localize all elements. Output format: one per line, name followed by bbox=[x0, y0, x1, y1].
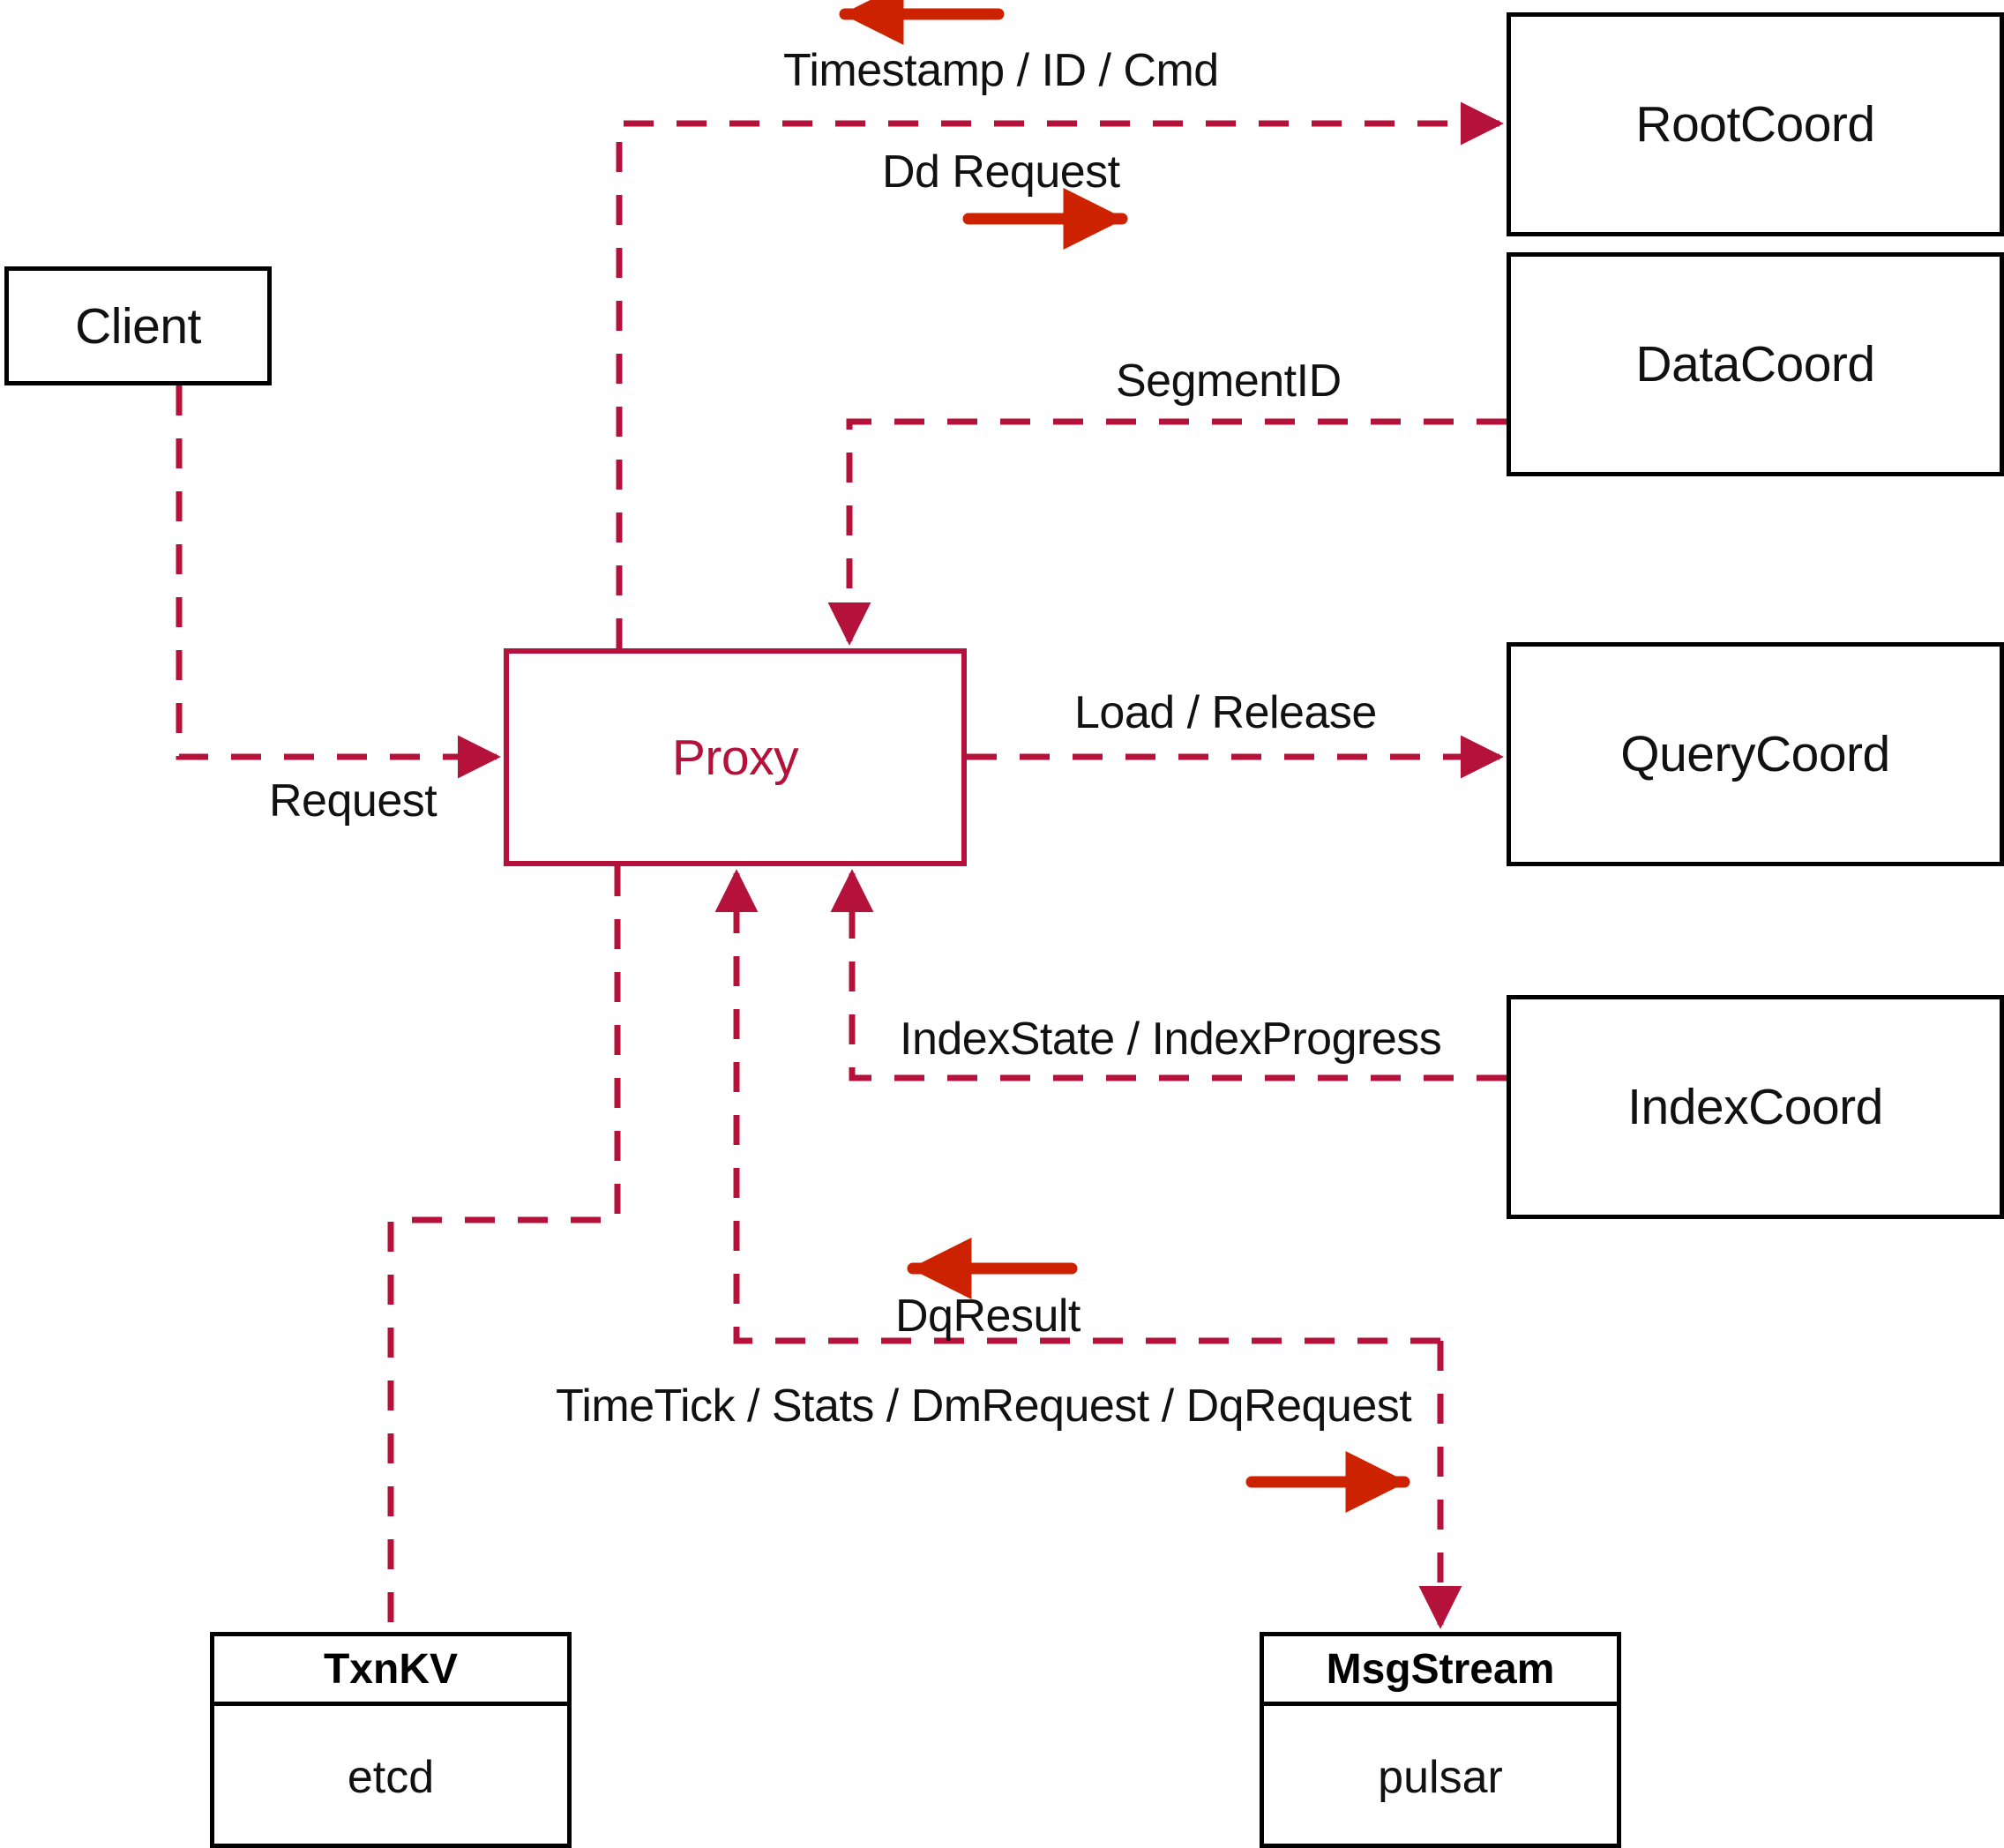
edge-label-timetick-stats: TimeTick / Stats / DmRequest / DqRequest bbox=[556, 1380, 1412, 1432]
edge-dq-result-path bbox=[714, 869, 1440, 1344]
edge-label-segment-id: SegmentID bbox=[1116, 355, 1342, 407]
node-data-coord[interactable]: DataCoord bbox=[1507, 252, 2004, 476]
edge-label-timestamp-id-cmd: Timestamp / ID / Cmd bbox=[783, 45, 1219, 96]
edge-request-path bbox=[176, 385, 501, 779]
node-msgstream-impl: pulsar bbox=[1378, 1751, 1503, 1803]
node-query-coord[interactable]: QueryCoord bbox=[1507, 642, 2004, 866]
node-root-coord[interactable]: RootCoord bbox=[1507, 12, 2004, 236]
edge-label-index-state: IndexState / IndexProgress bbox=[900, 1014, 1442, 1065]
node-msgstream-title: MsgStream bbox=[1264, 1636, 1617, 1706]
node-query-coord-label: QueryCoord bbox=[1620, 726, 1890, 782]
node-index-coord-label: IndexCoord bbox=[1627, 1079, 1883, 1135]
edge-segment-id-path bbox=[827, 418, 1507, 646]
node-txnkv-impl: etcd bbox=[347, 1751, 435, 1803]
edge-label-request: Request bbox=[269, 775, 437, 827]
edge-label-dd-request: Dd Request bbox=[882, 146, 1120, 198]
node-txnkv[interactable]: TxnKV etcd bbox=[210, 1632, 572, 1848]
node-data-coord-label: DataCoord bbox=[1635, 336, 1875, 393]
edge-label-dq-result: DqResult bbox=[895, 1291, 1081, 1342]
node-proxy-label: Proxy bbox=[671, 729, 799, 786]
node-root-coord-label: RootCoord bbox=[1635, 96, 1875, 153]
edge-txnkv-path bbox=[387, 866, 621, 1632]
edge-dd-request-path bbox=[616, 101, 1504, 648]
node-txnkv-title: TxnKV bbox=[214, 1636, 567, 1706]
edge-label-load-release: Load / Release bbox=[1074, 687, 1377, 738]
node-proxy[interactable]: Proxy bbox=[504, 648, 967, 866]
node-index-coord[interactable]: IndexCoord bbox=[1507, 995, 2004, 1219]
node-msgstream[interactable]: MsgStream pulsar bbox=[1260, 1632, 1621, 1848]
node-client[interactable]: Client bbox=[4, 266, 272, 385]
node-client-label: Client bbox=[75, 297, 201, 355]
